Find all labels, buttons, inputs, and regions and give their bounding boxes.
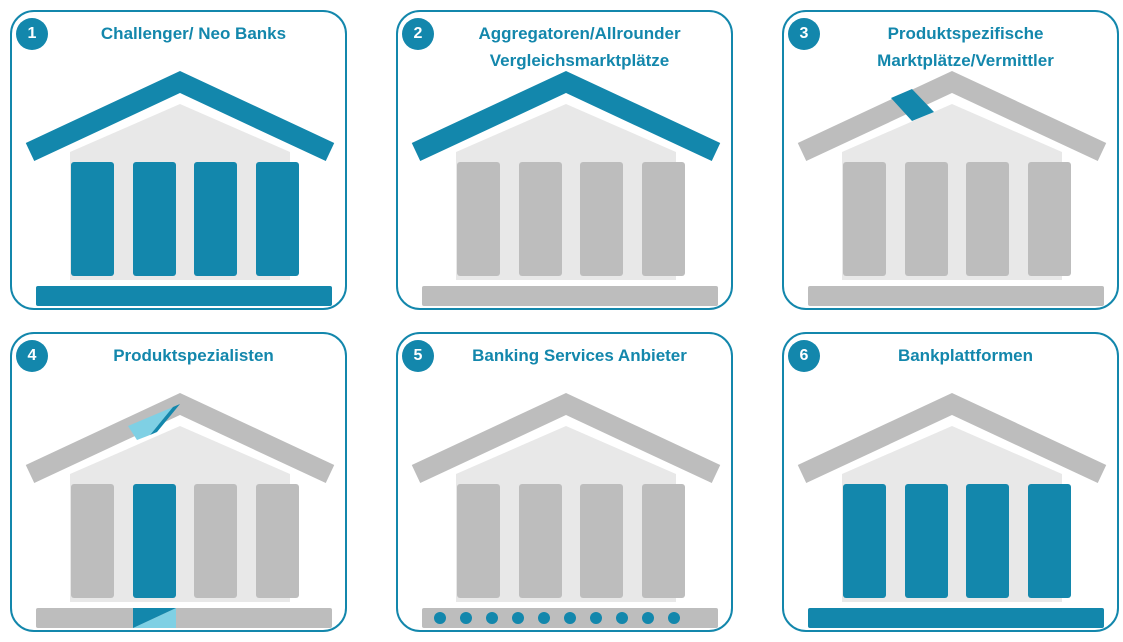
base-dot: [590, 612, 602, 624]
column: [580, 484, 623, 598]
column: [457, 484, 500, 598]
base-dot: [564, 612, 576, 624]
column: [905, 484, 948, 598]
base-dot: [434, 612, 446, 624]
column: [256, 484, 299, 598]
column: [905, 162, 948, 276]
base-dot: [668, 612, 680, 624]
card-banking-services-anbieter: 5 Banking Services Anbieter: [396, 332, 733, 632]
column: [519, 162, 562, 276]
number-badge: 6: [788, 340, 820, 372]
base-highlight-segment: [133, 608, 176, 628]
base-dot: [616, 612, 628, 624]
bank-building-icon: [25, 392, 335, 628]
column: [519, 484, 562, 598]
card-title-line: Banking Services Anbieter: [472, 346, 687, 365]
base-plinth: [808, 608, 1104, 628]
column: [256, 162, 299, 276]
column: [194, 162, 237, 276]
roof: [797, 392, 1107, 484]
card-produktspezialisten: 4 Produktspezialisten: [10, 332, 347, 632]
card-title: Challenger/ Neo Banks: [52, 20, 335, 47]
number-badge: 5: [402, 340, 434, 372]
number-badge: 3: [788, 18, 820, 50]
bank-building-icon: [25, 70, 335, 306]
roof-highlight-segment: [891, 89, 934, 121]
column: [71, 484, 114, 598]
bank-building-icon: [797, 70, 1107, 306]
base-plinth: [36, 608, 332, 628]
card-title-line: Aggregatoren/Allrounder: [478, 24, 681, 43]
roof-highlight-segment: [128, 407, 173, 440]
column: [843, 484, 886, 598]
base-dot: [460, 612, 472, 624]
card-title-line: Produktspezialisten: [113, 346, 274, 365]
card-title: Aggregatoren/Allrounder Vergleichsmarktp…: [438, 20, 721, 74]
bank-building-icon: [797, 392, 1107, 628]
column: [580, 162, 623, 276]
bank-building-icon: [411, 70, 721, 306]
card-title: Produktspezialisten: [52, 342, 335, 369]
base-plinth: [36, 286, 332, 306]
number-badge: 1: [16, 18, 48, 50]
base-dot: [538, 612, 550, 624]
base-plinth: [808, 286, 1104, 306]
card-title: Banking Services Anbieter: [438, 342, 721, 369]
roof-highlight-stripe: [150, 404, 180, 435]
bank-building-icon: [411, 392, 721, 628]
column: [843, 162, 886, 276]
card-challenger-neo-banks: 1 Challenger/ Neo Banks: [10, 10, 347, 310]
number-badge: 2: [402, 18, 434, 50]
card-title: Produktspezifische Marktplätze/Vermittle…: [824, 20, 1107, 74]
card-title-line: Vergleichsmarktplätze: [489, 51, 670, 70]
column: [133, 162, 176, 276]
roof: [797, 70, 1107, 162]
card-title-line: Challenger/ Neo Banks: [100, 24, 287, 43]
base-dot: [642, 612, 654, 624]
roof: [25, 70, 335, 162]
card-title-line: Marktplätze/Vermittler: [877, 51, 1054, 70]
column: [133, 484, 176, 598]
base-dot: [512, 612, 524, 624]
card-title-line: Produktspezifische: [887, 24, 1044, 43]
number-badge: 4: [16, 340, 48, 372]
column: [1028, 484, 1071, 598]
card-bankplattformen: 6 Bankplattformen: [782, 332, 1119, 632]
card-title: Bankplattformen: [824, 342, 1107, 369]
base-plinth: [422, 286, 718, 306]
column: [457, 162, 500, 276]
card-produktspezifische-marktplaetze: 3 Produktspezifische Marktplätze/Vermitt…: [782, 10, 1119, 310]
column: [966, 484, 1009, 598]
column: [642, 484, 685, 598]
column: [966, 162, 1009, 276]
roof: [411, 392, 721, 484]
card-aggregatoren: 2 Aggregatoren/Allrounder Vergleichsmark…: [396, 10, 733, 310]
column: [194, 484, 237, 598]
card-title-line: Bankplattformen: [897, 346, 1034, 365]
column: [71, 162, 114, 276]
roof: [411, 70, 721, 162]
column: [1028, 162, 1071, 276]
base-dot: [486, 612, 498, 624]
column: [642, 162, 685, 276]
